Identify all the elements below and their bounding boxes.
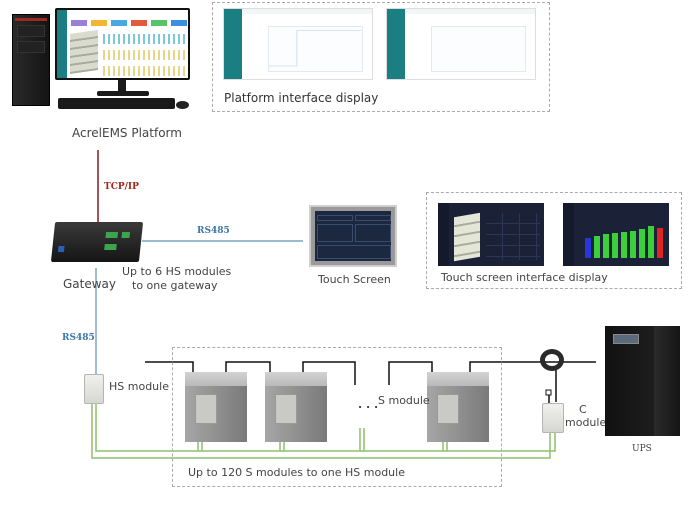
hs-module-device — [84, 374, 104, 404]
battery-with-s-module-2 — [265, 372, 327, 442]
hs-module-label: HS module — [109, 380, 169, 393]
s-module-group — [172, 347, 502, 487]
pc-tower — [12, 14, 50, 106]
touch-screen-device — [309, 205, 397, 267]
monitor-base — [97, 91, 149, 96]
platform-interface-display-group: Platform interface display — [212, 2, 550, 112]
platform-screenshot-2 — [386, 8, 536, 80]
c-module-label-line2: module — [565, 416, 607, 429]
ups-cabinet — [605, 326, 680, 436]
gateway-device — [50, 222, 144, 262]
touchscreen-screenshot-overview — [438, 203, 544, 266]
s-module-device — [195, 394, 217, 424]
rs485-hs-label: RS485 — [62, 333, 95, 343]
s-module-capacity-label: Up to 120 S modules to one HS module — [188, 466, 405, 479]
c-module-label-line1: C — [579, 403, 587, 416]
keyboard — [58, 98, 175, 109]
touch-screen-interface-label: Touch screen interface display — [441, 271, 608, 284]
battery-rack-image — [70, 30, 98, 74]
rs485-touchscreen-label: RS485 — [197, 226, 230, 236]
s-module-device — [437, 394, 459, 424]
platform-interface-label: Platform interface display — [224, 91, 379, 105]
touchscreen-screenshot-voltage-bars — [563, 203, 669, 266]
battery-rack-image — [454, 212, 480, 262]
s-module-device — [275, 394, 297, 424]
more-batteries-ellipsis: . . . — [358, 398, 379, 411]
platform-dashboard-screen — [57, 10, 188, 78]
current-transformer-ring — [540, 349, 564, 371]
monitor-stand — [118, 80, 126, 92]
mouse — [176, 101, 189, 109]
platform-screenshot-1 — [223, 8, 373, 80]
s-module-label: S module — [378, 394, 430, 407]
touch-screen-interface-group: Touch screen interface display — [426, 192, 682, 289]
c-module-device — [542, 403, 564, 433]
tcpip-label: TCP/IP — [104, 182, 139, 192]
platform-label: AcrelEMS Platform — [72, 126, 182, 140]
touch-screen-label: Touch Screen — [318, 273, 391, 286]
battery-with-s-module-1 — [185, 372, 247, 442]
platform-monitor — [55, 8, 190, 80]
gateway-capacity-line1: Up to 6 HS modules — [122, 265, 232, 278]
battery-with-s-module-3 — [427, 372, 489, 442]
gateway-label: Gateway — [63, 277, 117, 291]
ups-label: UPS — [632, 444, 652, 454]
gateway-capacity-line2: to one gateway — [132, 279, 218, 292]
